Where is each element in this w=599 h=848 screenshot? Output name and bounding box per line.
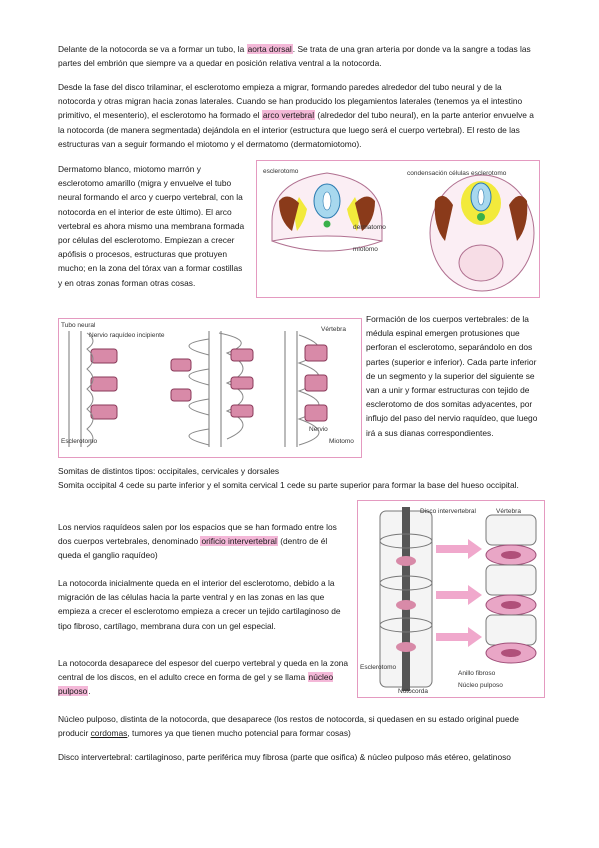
text: Desde la fase del disco trilaminar, el e… <box>58 82 523 121</box>
paragraph-disco-intervertebral: Disco intervertebral: cartilaginoso, par… <box>58 752 511 762</box>
text: Delante de la notocorda se va a formar u… <box>58 44 247 54</box>
label-esclerotomo: Esclerotomo <box>61 438 98 445</box>
label-esclerotomo: Esclerotomo <box>360 664 397 671</box>
paragraph-notocorda-desaparece: La notocorda desaparece del espesor del … <box>58 656 350 699</box>
paragraph-aorta-dorsal: Delante de la notocorda se va a formar u… <box>58 42 538 70</box>
highlight-aorta-dorsal: aorta dorsal <box>246 44 293 54</box>
text: , tumores ya que tienen mucho potencial … <box>127 728 351 739</box>
paragraph-notocorda-inicial: La notocorda inicialmente queda en el in… <box>58 578 341 631</box>
text: Núcleo pulposo, distinta de la notocorda… <box>58 714 519 739</box>
highlight-orificio-intervertebral: orificio intervertebral <box>200 536 278 547</box>
paragraph-dermatomo-miotomo: Dermatomo blanco, miotomo marrón y escle… <box>58 164 245 288</box>
vertebral-formation-diagram: Tubo neural Nervio raquídeo incipiente E… <box>61 322 354 448</box>
text: . Se trata de una gran arteria por donde… <box>58 44 531 69</box>
paragraph-somitas-tipos: Somitas de distintos tipos: occipitales,… <box>58 466 280 476</box>
paragraph-somita-occipital: Somita occipital 4 cede su parte inferio… <box>58 480 519 490</box>
paragraph-nucleo-pulposo: Núcleo pulposo, distinta de la notocorda… <box>58 712 542 740</box>
figure-vertebral-body-formation: Tubo neural Nervio raquídeo incipiente E… <box>58 318 362 458</box>
label-miotomo: miotomo <box>353 246 378 253</box>
embryo-diagram: esclerotomo dermatomo miotomo condensaci… <box>263 168 535 292</box>
paragraph-cuerpos-vertebrales: Formación de los cuerpos vertebrales: de… <box>366 314 538 438</box>
label-vertebra: Vértebra <box>321 326 346 333</box>
label-dermatomo: dermatomo <box>353 224 386 231</box>
text: . <box>88 686 91 697</box>
label-tubo-neural: Tubo neural <box>61 322 96 329</box>
paragraph-orificio-intervertebral: Los nervios raquídeos salen por los espa… <box>58 520 350 563</box>
text: La notocorda desaparece del espesor del … <box>58 658 349 683</box>
highlight-arco-vertebral: arco vertebral <box>261 110 316 121</box>
figure-intervertebral-disc: Disco intervertebral Vértebra Esclerotom… <box>357 500 545 698</box>
label-esclerotomo: esclerotomo <box>263 168 299 175</box>
figure-embryo-cross-sections: esclerotomo dermatomo miotomo condensaci… <box>256 160 540 298</box>
paragraph-esclerotomo-migra: Desde la fase del disco trilaminar, el e… <box>58 80 540 151</box>
label-anillo-fibroso: Anillo fibroso <box>458 670 496 677</box>
label-disco-intervertebral: Disco intervertebral <box>420 508 477 515</box>
label-nervio-raquideo: Nervio raquídeo incipiente <box>89 332 165 339</box>
text: (alrededor del tubo neural), en la parte… <box>58 110 534 149</box>
label-nucleo-pulposo: Núcleo pulposo <box>458 682 503 689</box>
label-notocorda: Notocorda <box>398 688 428 695</box>
disc-diagram: Disco intervertebral Vértebra Esclerotom… <box>360 507 537 695</box>
label-miotomo: Miotomo <box>329 438 354 445</box>
text: Los nervios raquídeos salen por los espa… <box>58 522 337 547</box>
label-condensacion: condensación células esclerotomo <box>407 170 507 177</box>
label-nervio: Nervio <box>309 426 328 433</box>
underline-cordomas: cordomas <box>90 728 128 739</box>
text: (dentro de él queda el ganglio raquídeo) <box>58 536 328 561</box>
label-vertebra: Vértebra <box>496 508 521 515</box>
